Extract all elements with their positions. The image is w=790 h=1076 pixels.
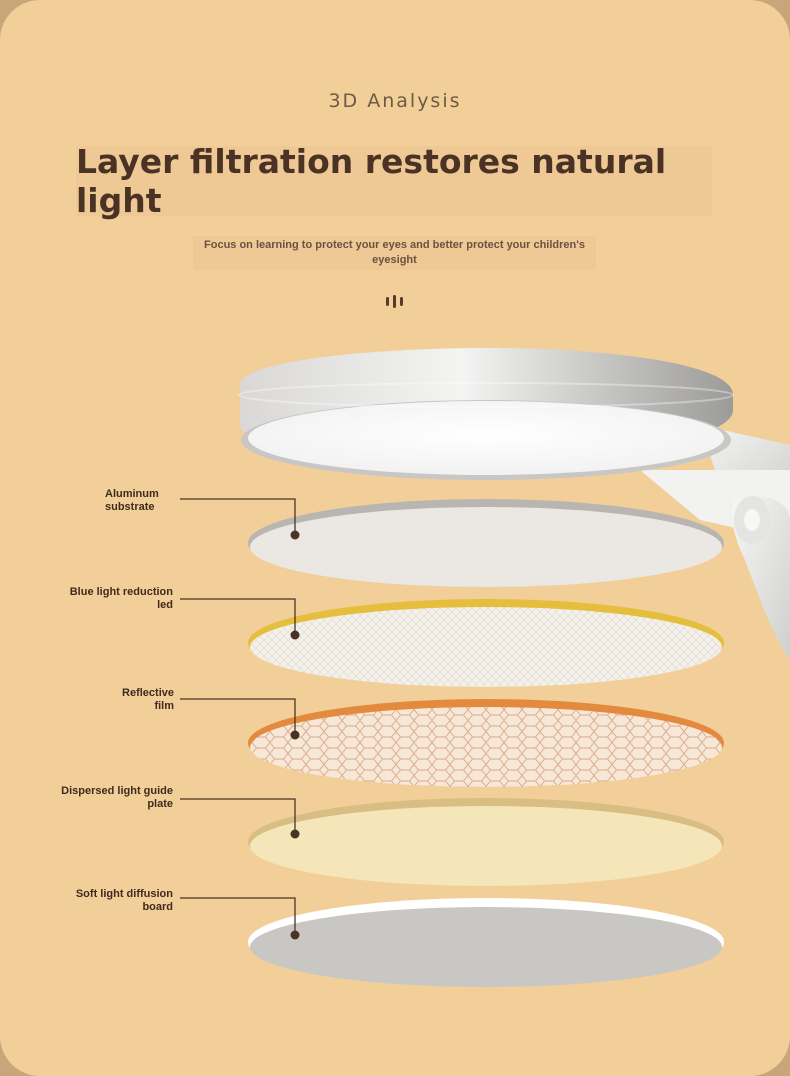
scroll-hint-icon	[384, 295, 406, 311]
leader-lines	[180, 498, 296, 935]
label-light-guide-plate: Dispersed light guide plate	[61, 785, 173, 810]
label-reflective-film: Reflective film	[122, 687, 174, 712]
label-diffusion-board: Soft light diffusion board	[75, 888, 173, 913]
lamp-head	[238, 348, 734, 480]
layer-light-guide-plate	[248, 798, 724, 886]
layer-diffusion-board	[248, 898, 724, 987]
section-kicker: 3D Analysis	[328, 90, 462, 112]
label-aluminum-substrate: Aluminum substrate	[105, 488, 159, 513]
layer-aluminum-substrate	[248, 499, 724, 587]
lamp-arm	[640, 425, 790, 660]
subtitle-background	[193, 236, 596, 270]
layer-reflective-film	[248, 699, 724, 787]
label-blue-light-reduction: Blue light reduction led	[69, 586, 173, 611]
page-title: Layer filtration restores natural light	[76, 142, 667, 220]
headline-background	[76, 146, 712, 216]
layer-blue-light-reduction	[248, 599, 724, 687]
leader-dots	[290, 530, 300, 940]
page-subtitle: Focus on learning to protect your eyes a…	[204, 239, 585, 266]
